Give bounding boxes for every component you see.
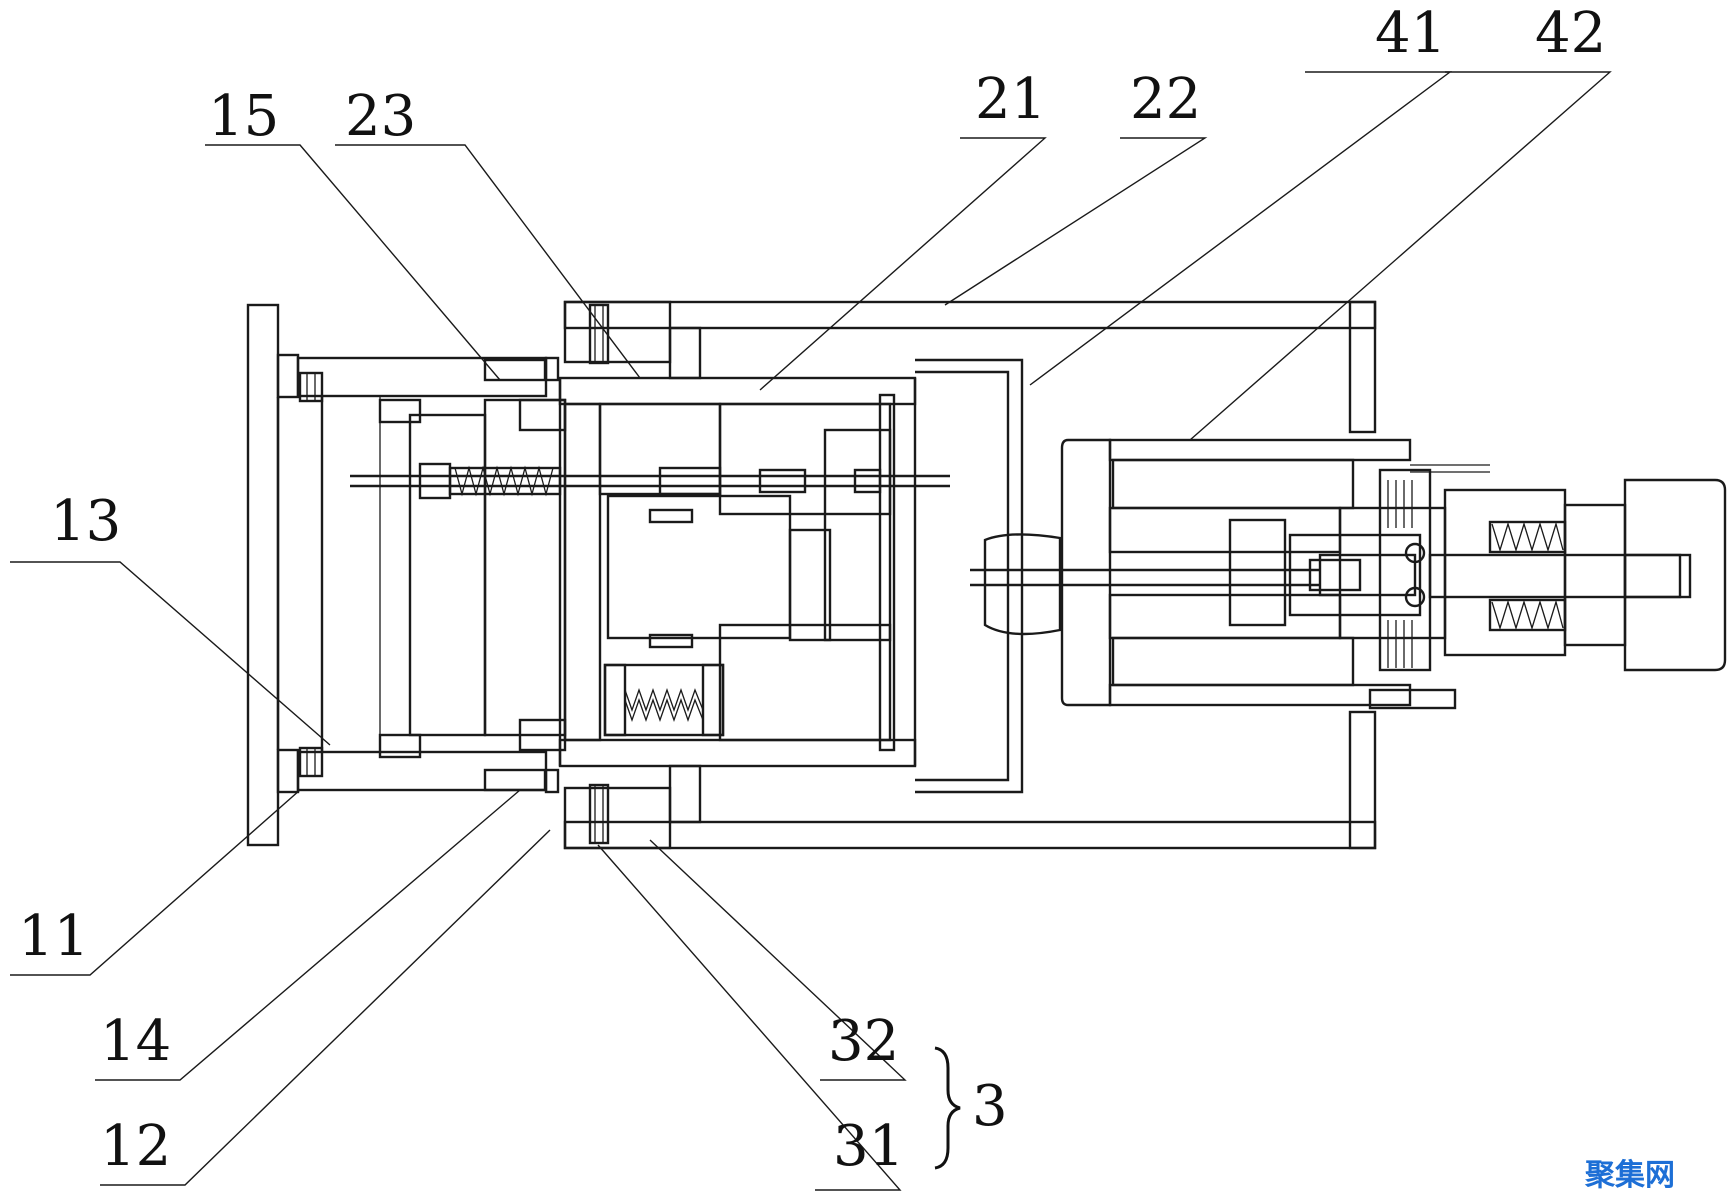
label-13: 13 bbox=[50, 489, 121, 554]
label-11: 11 bbox=[18, 904, 89, 969]
outer-housing-22 bbox=[563, 300, 1377, 850]
seal-ring-14 bbox=[483, 356, 560, 794]
part-labels: 15 23 21 22 41 42 13 11 14 12 32 31 3 bbox=[18, 1, 1606, 1179]
moving-contact bbox=[606, 494, 832, 649]
label-41: 41 bbox=[1375, 1, 1446, 66]
label-12: 12 bbox=[100, 1114, 171, 1179]
label-23: 23 bbox=[345, 84, 416, 149]
label-14: 14 bbox=[100, 1009, 171, 1074]
brace-group-3 bbox=[934, 1046, 961, 1170]
label-3: 3 bbox=[972, 1074, 1008, 1139]
axial-rod-left bbox=[350, 462, 950, 500]
insulator-left bbox=[378, 398, 567, 759]
bolt-31 bbox=[588, 303, 610, 845]
label-32: 32 bbox=[828, 1009, 899, 1074]
label-22: 22 bbox=[1130, 67, 1201, 132]
label-42: 42 bbox=[1535, 1, 1606, 66]
inner-housing-21 bbox=[558, 376, 917, 768]
label-21: 21 bbox=[975, 67, 1046, 132]
flange-11 bbox=[246, 303, 300, 847]
support-pipe bbox=[915, 358, 1320, 794]
label-15: 15 bbox=[208, 84, 279, 149]
spring-box bbox=[603, 663, 725, 737]
label-31: 31 bbox=[833, 1114, 904, 1179]
leader-lines bbox=[10, 71, 1612, 1191]
tube-12 bbox=[296, 356, 548, 792]
plunger-42 bbox=[1288, 464, 1727, 710]
watermark: 聚集网 bbox=[1584, 1158, 1675, 1193]
insulator-23 bbox=[598, 393, 896, 752]
